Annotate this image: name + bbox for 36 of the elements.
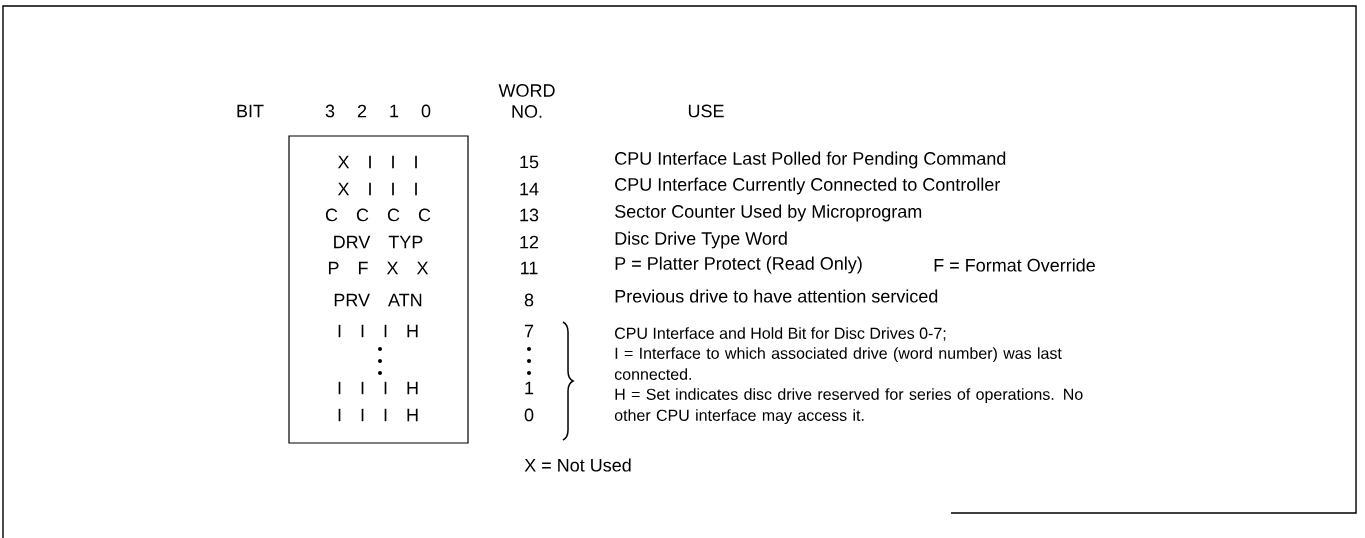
use-text: Disc Drive Type Word <box>615 231 787 249</box>
bit-field-row: I I I H <box>338 324 418 338</box>
bit-field-row: P F X X <box>328 261 429 275</box>
bit-field-row: I I I H <box>338 381 418 395</box>
use-text: CPU Interface Last Polled for Pending Command <box>615 151 1006 169</box>
bit-field-row: X I I I <box>337 155 417 169</box>
word-number: 7 <box>524 324 534 338</box>
use-text: F = Format Override <box>934 258 1095 272</box>
bit-number: 1 <box>390 104 399 118</box>
column-header: WORD NO. <box>498 84 555 118</box>
bit-number: 3 <box>325 104 335 118</box>
use-text: Previous drive to have attention serviced <box>615 289 938 303</box>
word-number: 13 <box>520 208 539 222</box>
use-text: CPU Interface Currently Connected to Controller <box>615 177 1001 195</box>
column-header: USE <box>688 104 724 118</box>
note-text: X = Not Used <box>524 458 631 472</box>
bit-field-row: DRV TYP <box>334 235 423 249</box>
use-text: Sector Counter Used by Microprogram <box>615 204 922 222</box>
bit-number: 2 <box>357 104 367 118</box>
bit-field-row: PRV ATN <box>334 293 422 307</box>
use-text: P = Platter Protect (Read Only) <box>615 256 862 274</box>
word-number: 14 <box>520 182 539 196</box>
bit-field-row: X I I I <box>337 182 417 196</box>
word-number: 11 <box>521 261 538 275</box>
use-text: H = Set indicates disc drive reserved for series of operations. No other CPU interface may access it. <box>614 388 1083 425</box>
use-text: CPU Interface and Hold Bit for Disc Drives 0-7; <box>615 327 946 341</box>
bit-number: 0 <box>421 104 431 118</box>
word-number: 0 <box>524 408 534 422</box>
word-number: 15 <box>520 155 539 169</box>
word-number: 8 <box>524 293 534 307</box>
bit-field-row: I I I H <box>338 408 418 422</box>
word-number: 12 <box>520 235 539 249</box>
bit-header: BIT <box>237 104 264 118</box>
bit-field-row: C C C C <box>325 208 431 222</box>
use-text: I = Interface to which associated drive (word number) was last connected. <box>614 347 1062 380</box>
word-number: 1 <box>525 381 534 395</box>
